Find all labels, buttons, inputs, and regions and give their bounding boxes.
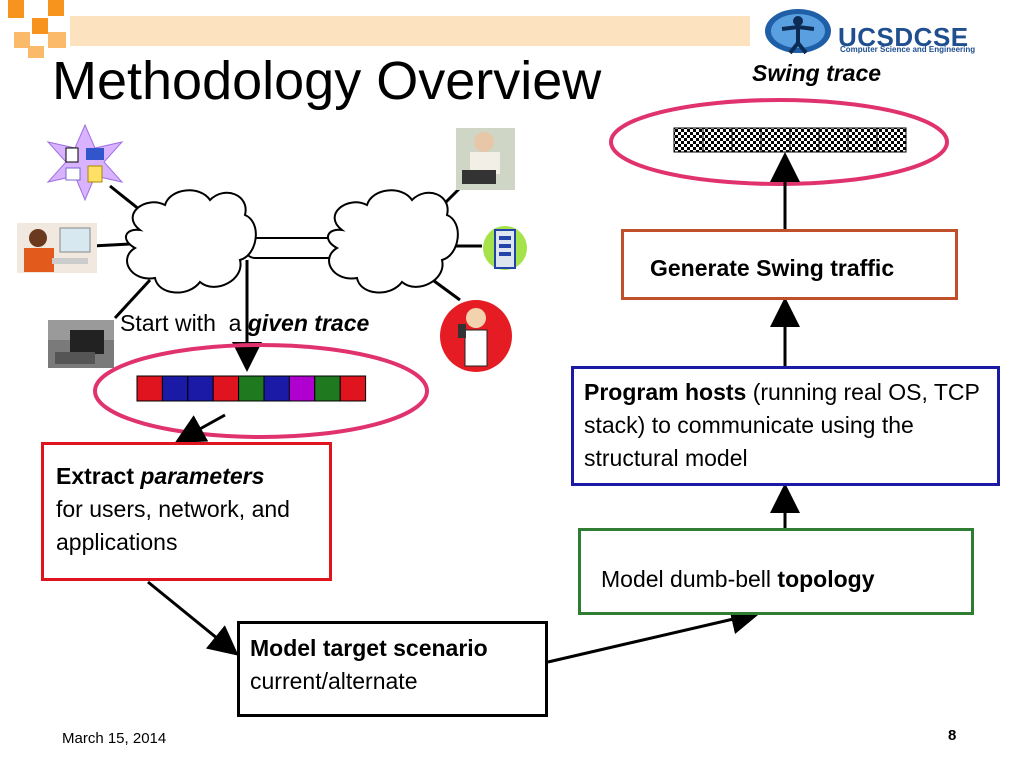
trace-cell bbox=[136, 375, 163, 402]
start-prefix: Start with a bbox=[120, 310, 248, 336]
program-rest: (running real OS, TCP stack) to communic… bbox=[584, 379, 980, 471]
generate-swing-traffic-box: Generate Swing traffic bbox=[621, 229, 958, 300]
corner-decoration bbox=[0, 0, 760, 58]
page-number: 8 bbox=[948, 727, 957, 744]
bottleneck-pipe bbox=[244, 237, 338, 259]
arrow-trace-to-extract bbox=[174, 413, 226, 443]
server-icon bbox=[483, 226, 527, 270]
trace-cell bbox=[847, 127, 878, 153]
trace-cell bbox=[818, 127, 849, 153]
trace-cell bbox=[212, 375, 240, 402]
program-bold: Program hosts bbox=[584, 379, 747, 405]
dumb-bell-topology-box: Model dumb-bell topology bbox=[578, 528, 974, 615]
page-title: Methodology Overview bbox=[52, 51, 602, 111]
program-hosts-box: Program hosts (running real OS, TCP stac… bbox=[571, 366, 1000, 486]
footer-date: March 15, 2014 bbox=[62, 730, 167, 747]
man-laptop-icon bbox=[456, 128, 515, 190]
trace-cell bbox=[702, 127, 733, 153]
logo-title: UCSDCSE bbox=[838, 22, 969, 52]
arrow-extract-to-model bbox=[147, 580, 239, 656]
trace-cell bbox=[760, 127, 791, 153]
laptop-user-icon bbox=[48, 320, 114, 368]
topology-plain: Model dumb-bell bbox=[601, 566, 778, 592]
given-trace-emphasis: given trace bbox=[247, 310, 370, 336]
given-trace-ellipse bbox=[93, 343, 429, 439]
trace-cell bbox=[238, 375, 265, 402]
model-target-scenario-box: Model target scenario current/alternate bbox=[237, 621, 548, 717]
extract-rest: for users, network, and applications bbox=[56, 496, 290, 555]
trace-cell bbox=[673, 127, 704, 153]
given-trace-bar bbox=[136, 375, 367, 402]
ucsd-logo-icon bbox=[765, 9, 831, 55]
trace-cell bbox=[339, 375, 367, 402]
trace-cell bbox=[731, 127, 762, 153]
extract-bold: Extract bbox=[56, 463, 141, 489]
logo-subtitle: Computer Science and Engineering bbox=[840, 45, 976, 54]
trace-cell bbox=[789, 127, 820, 153]
cloud-icon bbox=[327, 189, 459, 294]
trace-cell bbox=[263, 375, 290, 402]
media-star-icon bbox=[46, 123, 124, 202]
extract-parameters-box: Extract parameters for users, network, a… bbox=[41, 442, 332, 581]
model-rest: current/alternate bbox=[250, 668, 418, 694]
trace-cell bbox=[288, 375, 316, 402]
swing-trace-ellipse bbox=[609, 98, 949, 186]
model-bold: Model target scenario bbox=[250, 635, 488, 661]
trace-cell bbox=[161, 375, 189, 402]
swing-trace-bar bbox=[673, 127, 907, 153]
woman-computer-icon bbox=[17, 223, 97, 273]
trace-cell bbox=[876, 127, 907, 153]
cloud-icon bbox=[125, 189, 257, 294]
generate-text: Generate Swing traffic bbox=[650, 255, 895, 281]
mp3-player-icon bbox=[440, 300, 512, 372]
start-with-given-trace-label: Start with a given trace bbox=[120, 310, 369, 337]
swing-trace-label: Swing trace bbox=[752, 60, 882, 86]
trace-cell bbox=[314, 375, 341, 402]
topology-bold: topology bbox=[777, 566, 875, 592]
trace-cell bbox=[187, 375, 214, 402]
extract-parameters: parameters bbox=[140, 463, 265, 489]
arrow-model-to-topology bbox=[547, 604, 761, 664]
